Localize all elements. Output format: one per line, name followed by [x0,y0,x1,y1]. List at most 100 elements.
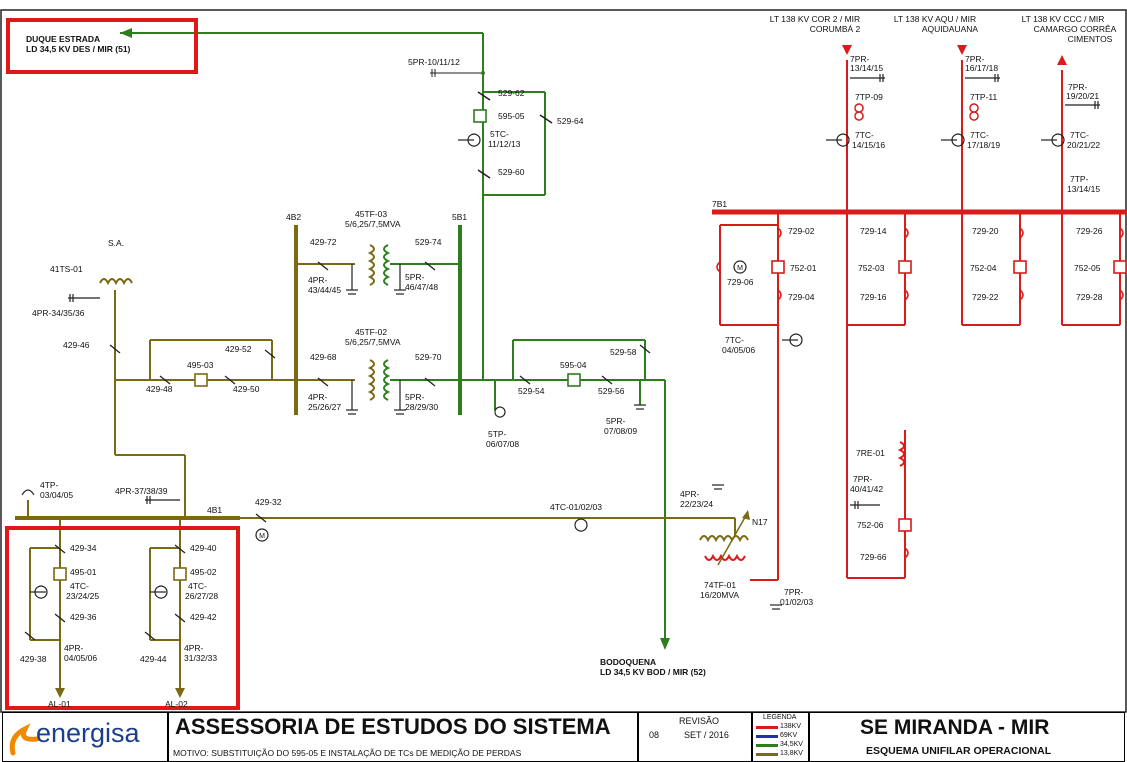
lbl-429-68: 429-68 [310,352,337,362]
lbl-729-20: 729-20 [972,226,999,236]
lbl-7pr-13-a: 7PR- [850,54,870,64]
lbl-7tp-13-a: 7TP- [1070,174,1089,184]
lbl-429-38: 429-38 [20,654,47,664]
lbl-4pr-22-a: 4PR- [680,489,700,499]
lbl-5tp-a: 5TP- [488,429,507,439]
lbl-429-46: 429-46 [63,340,90,350]
lbl-752-03: 752-03 [858,263,885,273]
lbl-4pr-31-b: 31/32/33 [184,653,217,663]
lbl-429-44: 429-44 [140,654,167,664]
lbl-729-26: 729-26 [1076,226,1103,236]
revision-label: REVISÃO [679,716,720,726]
motor-label-2: M [737,265,743,272]
lbl-7tc-17-a: 7TC- [970,130,989,140]
lbl-729-66: 729-66 [860,552,887,562]
breakers-34kv [567,373,581,387]
lbl-4pr-37: 4PR-37/38/39 [115,486,168,496]
motor-label: M [259,533,265,540]
lbl-729-22: 729-22 [972,292,999,302]
lbl-7pr-40-a: 7PR- [853,474,873,484]
lbl-429-40: 429-40 [190,543,217,553]
transformer-45tf03-symbol [367,244,391,286]
motor-symbol-429-32: M [255,528,269,542]
legend-swatch [756,735,778,738]
legend-item: 138KV [756,723,808,732]
legend-label: LEGENDA [763,714,797,721]
ct-symbol-5tc [458,133,481,147]
lbl-529-58: 529-58 [610,347,637,357]
legend-item: 69KV [756,732,808,741]
lbl-729-06: 729-06 [727,277,754,287]
lbl-429-42: 429-42 [190,612,217,622]
lbl-729-28: 729-28 [1076,292,1103,302]
lbl-495-01: 495-01 [70,567,97,577]
legend-item: 13,8KV [756,750,808,759]
lbl-429-48: 429-48 [146,384,173,394]
corumba-arrow [842,45,852,55]
lbl-4pr-43-a: 4PR- [308,275,328,285]
corumba-line1: LT 138 KV COR 2 / MIR [770,14,860,24]
lbl-4pr-22-b: 22/23/24 [680,499,713,509]
lbl-595-04: 595-04 [560,360,587,370]
bodoquena-line2: LD 34,5 KV BOD / MIR (52) [600,667,706,677]
t45tf02-line1: 45TF-02 [355,327,387,337]
lbl-7tc-20-a: 7TC- [1070,130,1089,140]
transformer-41ts01-symbol [99,278,133,286]
lbl-5pr-46-a: 5PR- [405,272,425,282]
station-cell: SE MIRANDA - MIR ESQUEMA UNIFILAR OPERAC… [809,712,1125,762]
lbl-5pr-07-b: 07/08/09 [604,426,637,436]
lbl-429-72: 429-72 [310,237,337,247]
legend-swatch [756,726,778,729]
instrument-glyphs [21,294,588,599]
motor-symbol-729-06: M [733,260,747,274]
lbl-529-70: 529-70 [415,352,442,362]
t45tf03-line2: 5/6,25/7,5MVA [345,219,401,229]
lbl-5pr-07-a: 5PR- [606,416,626,426]
aquidauana-line2: AQUIDAUANA [922,24,979,34]
al02-arrow [175,688,185,698]
lbl-4pr-31-a: 4PR- [184,643,204,653]
lbl-7tp-11: 7TP-11 [970,92,998,102]
legend-swatch [756,744,778,747]
lbl-752-06: 752-06 [857,520,884,530]
legend-item: 34,5KV [756,741,808,750]
lbl-752-05: 752-05 [1074,263,1101,273]
disconnect-switches [24,261,651,641]
lbl-4pr-25-a: 4PR- [308,392,328,402]
lbl-7pr-16-a: 7PR- [965,54,985,64]
lbl-4pr-34: 4PR-34/35/36 [32,308,85,318]
lbl-7tp-09: 7TP-09 [855,92,883,102]
lbl-7re-01: 7RE-01 [856,448,885,458]
bus-4b1-label: 4B1 [207,505,222,515]
lbl-4tc-01: 4TC-01/02/03 [550,502,602,512]
al01-arrow [55,688,65,698]
lbl-495-03: 495-03 [187,360,214,370]
al01-label: AL-01 [48,699,71,709]
revision-date: SET / 2016 [684,730,729,740]
highlight-al-bays [5,526,240,710]
al02-label: AL-02 [165,699,188,709]
bus-4b2-label: 4B2 [286,212,301,222]
lbl-4tp-03-b: 03/04/05 [40,490,73,500]
lbl-429-50: 429-50 [233,384,260,394]
aquidauana-arrow [957,45,967,55]
t74tf01-line1: 74TF-01 [704,580,736,590]
lbl-4tc-26-a: 4TC- [188,581,207,591]
kv138-network [712,60,1127,581]
lbl-5tp-b: 06/07/08 [486,439,519,449]
kv34-network [120,32,666,640]
lbl-495-02: 495-02 [190,567,217,577]
lbl-7pr-19-b: 19/20/21 [1066,91,1099,101]
t45tf02-line2: 5/6,25/7,5MVA [345,337,401,347]
ct-glyphs-138kv [782,74,1100,509]
lbl-4tp-03-a: 4TP- [40,480,59,490]
lbl-529-74: 529-74 [415,237,442,247]
lbl-5pr-28-b: 28/29/30 [405,402,438,412]
lbl-7pr-19-a: 7PR- [1068,82,1088,92]
logo-cell: energisa [2,712,168,762]
highlight-duque-estrada [6,18,198,74]
lbl-4tc-23-a: 4TC- [70,581,89,591]
